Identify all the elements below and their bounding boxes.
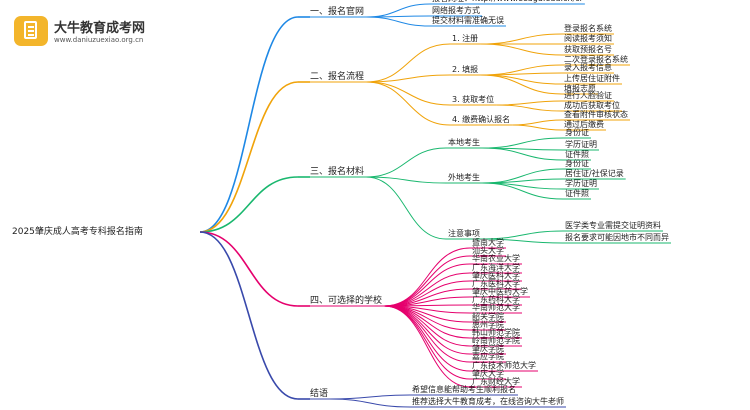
node-2-2: 2. 填报 [452,65,479,74]
node-2-4: 4. 缴费确认报名 [452,115,511,124]
connector-line [366,43,451,83]
connector-line [366,16,431,27]
connector-line [366,147,447,178]
leaf-2-3-1: 进行人脸验证 [564,91,612,100]
leaf-3-1-2: 学历证明 [565,140,597,149]
leaf-2-2-3: 上传居住证附件 [564,74,620,83]
connector-line [199,81,299,233]
connector-line [384,305,471,347]
leaf-2-2-4: 填报志愿 [564,84,596,93]
leaf-3-3-1: 医学类专业需提交证明资料 [565,221,661,230]
leaf-3-1-1: 身份证 [565,128,589,137]
node-5-1: 希望信息能帮助考生顺利报名 [412,385,516,394]
brand-url: www.daniuzuexiao.org.cn [54,36,144,44]
node-1-3: 提交材料需准确无误 [432,16,504,25]
connector-line [199,231,299,400]
node-2-3: 3. 获取考位 [452,95,495,104]
node-4-12: 韩山师范学院 [472,328,520,337]
node-4-9: 华南师范大学 [472,303,520,312]
node-1-2: 网络报考方式 [432,6,480,15]
leaf-3-1-3: 证件照 [565,150,589,159]
connector-line [366,81,451,126]
leaf-3-2-3: 学历证明 [565,179,597,188]
connector-line [199,176,299,233]
book-icon [24,21,37,39]
node-5-2: 推荐选择大牛教育成考，在线咨询大牛老师 [412,397,564,406]
node-4-18: 广东财经大学 [472,377,520,386]
connector-line [481,147,564,161]
branch-3: 三、报名材料 [310,167,365,177]
connector-line [512,119,563,126]
brand-name: 大牛教育成考网 [54,21,146,36]
branch-2: 二、报名流程 [310,72,365,82]
node-4-11: 惠州学院 [472,320,504,329]
node-3-3: 注意事项 [448,229,480,238]
leaf-2-1-1: 登录报名系统 [564,24,612,33]
node-4-5: 肇庆医科大学 [472,271,520,280]
connector-line [384,263,471,307]
leaf-2-3-2: 成功后获取考位 [564,101,620,110]
node-4-10: 韶关学院 [472,312,504,321]
connector-line [496,100,563,106]
node-1-1: 报名网址：http://www.eeagd.edu.cn/cr [432,0,583,4]
node-4-3: 华南农业大学 [472,254,520,263]
node-4-15: 嘉应学院 [472,352,504,361]
connector-line [512,124,563,131]
connector-line [481,182,564,200]
node-3-2: 外地考生 [448,173,480,182]
node-4-8: 广东药科大学 [472,295,520,304]
node-4-13: 岭南师范学院 [472,336,520,345]
node-2-1: 1. 注册 [452,34,479,43]
branch-5: 结语 [310,389,329,399]
connector-line [199,231,299,307]
brand-logo [14,16,48,46]
connector-line [366,176,447,184]
branch-4: 四、可选择的学校 [310,296,383,306]
connector-line [366,74,451,83]
connector-line [330,398,411,408]
leaf-3-3-2: 报名要求可能因地市不同而异 [565,233,669,242]
connector-line [480,74,563,85]
connector-line [496,104,563,112]
node-4-1: 暨南大学 [472,238,504,247]
leaf-2-2-2: 录入报考信息 [564,63,612,72]
leaf-3-2-1: 身份证 [565,159,589,168]
leaf-2-4-2: 通过后缴费 [564,120,604,129]
connector-line [384,305,471,388]
root-topic: 2025肇庆成人高考专科报名指南 [12,227,143,237]
leaf-3-2-4: 证件照 [565,189,589,198]
node-4-4: 广东海洋大学 [472,263,520,272]
leaf-2-4-1: 查看附件审核状态 [564,110,628,119]
connector-line [481,137,564,149]
connector-line [481,178,564,184]
node-4-17: 肇庆大学 [472,369,504,378]
leaf-3-2-2: 居住证/社保记录 [565,169,624,178]
connector-line [384,255,471,307]
connector-line [366,81,451,106]
node-4-6: 广东医科大学 [472,279,520,288]
connector-line [366,3,431,18]
node-4-7: 肇庆中医药大学 [472,287,528,296]
connector-line [481,238,564,244]
connector-line [480,72,563,76]
connector-line [366,176,447,240]
connector-line [480,33,563,45]
leaf-2-1-3: 获取预报名号 [564,45,612,54]
branch-1: 一、报名官网 [310,7,365,17]
node-3-1: 本地考生 [448,138,480,147]
leaf-2-1-2: 阅读报考须知 [564,34,612,43]
node-4-16: 广东技术师范大学 [472,361,536,370]
node-4-14: 肇庆学院 [472,344,504,353]
connector-line [384,305,471,372]
connector-line [480,74,563,95]
connector-line [480,43,563,56]
connector-line [330,394,411,400]
connector-line [384,305,471,380]
connector-line [199,16,299,233]
leaf-2-2-1: 二次登录报名系统 [564,55,628,64]
node-4-2: 汕头大学 [472,246,504,255]
